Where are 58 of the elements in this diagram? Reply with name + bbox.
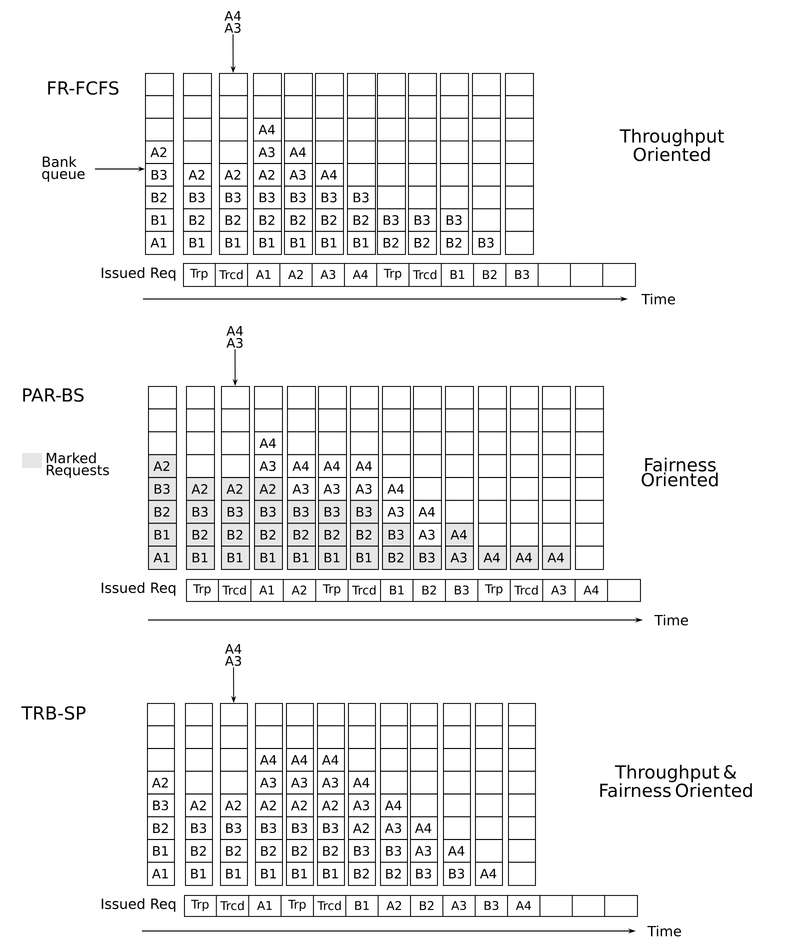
legend-label: Marked Requests <box>46 452 109 478</box>
bank-queue: A2 B3 B2 B1 A1 <box>146 703 175 886</box>
scheduler-name: FR-FCFS <box>48 81 118 95</box>
bank-queue: B3 <box>472 73 501 255</box>
issued-request-row: Trp Trcd A1 A2 Trp Trcd B1 B2 B3 Trp Trcd A3 A4 <box>186 578 641 602</box>
row-label: Issued Req <box>102 898 176 912</box>
bank-queue: A2 B3 B2 B1 <box>218 73 248 255</box>
row-label: Issued Req <box>102 267 176 281</box>
bank-queue: A4 A3 A2 B3 B2 <box>348 703 376 886</box>
scheduler-name: PAR-BS <box>23 388 84 402</box>
bank-queue: A4 A3 A2 B3 B2 B1 <box>252 73 282 255</box>
policy-label: Throughput Oriented <box>620 128 724 162</box>
bank-queue: A4 <box>478 386 507 570</box>
bank-queue: A4 A3 B3 B2 <box>382 386 411 570</box>
axis-label: Time <box>641 294 675 304</box>
callout-text: Bank queue <box>42 156 85 182</box>
bank-queue: A4 A3 A2 B3 B2 B1 <box>254 703 283 886</box>
bank-queue: A2 B3 B2 B1 <box>184 703 213 886</box>
bank-queue: A4 <box>542 386 571 570</box>
bank-queue: A2 B3 B2 B1 <box>220 703 248 886</box>
bank-queue: B3 B2 <box>408 73 437 255</box>
bank-queue: A4 A3 B3 <box>410 703 438 886</box>
scheduler-name: TRB-SP <box>21 706 86 720</box>
request-label: A4 A3 <box>225 644 242 666</box>
request-label: A4 A3 <box>224 11 241 33</box>
bank-queue: A4 <box>510 386 539 570</box>
issued-request-row: Trp Trcd A1 Trp Trcd B1 A2 B2 A3 B3 A4 <box>184 894 638 917</box>
bank-queue: A4 A3 A2 B3 B2 B1 <box>286 703 314 886</box>
bank-queue: A2 B3 B2 B1 A1 <box>144 73 174 255</box>
issued-request-row: Trp Trcd A1 A2 A3 A4 Trp Trcd B1 B2 B3 <box>183 262 636 287</box>
bank-queue: A4 <box>474 703 503 886</box>
axis-label: Time <box>647 926 681 936</box>
bank-queue: A2 B3 B2 B1 A1 <box>148 386 177 570</box>
bank-queue: A2 B3 B2 B1 <box>182 73 212 255</box>
bank-queue <box>574 386 604 570</box>
bank-queue: A2 B3 B2 B1 <box>186 386 215 570</box>
bank-queue: A4 A3 A2 B3 B2 B1 <box>316 703 345 886</box>
row-label: Issued Req <box>102 582 176 596</box>
bank-queue <box>504 73 534 255</box>
bank-queue: A4 A3 B3 B2 B1 <box>350 386 379 570</box>
bank-queue: A4 B3 B2 B1 <box>314 73 344 255</box>
bank-queue: A4 B3 <box>442 703 471 886</box>
bank-queue: A4 A3 A2 B3 B2 B1 <box>254 386 283 570</box>
bank-queue: A4 A3 B3 B2 <box>380 703 408 886</box>
bank-queue <box>508 703 536 886</box>
bank-queue: A4 A3 <box>444 386 474 570</box>
policy-label: Fairness Oriented <box>642 458 718 486</box>
policy-label: Throughput & Fairness Oriented <box>600 764 752 798</box>
bank-queue: B3 B2 B1 <box>346 73 376 255</box>
bank-queue: A4 A3 B3 B2 B1 <box>284 73 313 255</box>
bank-queue: B3 B2 <box>376 73 406 255</box>
bank-queue: A4 A3 B3 <box>412 386 442 570</box>
bank-queue: B3 B2 <box>440 73 469 255</box>
request-label: A4 A3 <box>226 326 243 348</box>
bank-queue: A4 A3 B3 B2 B1 <box>286 386 316 570</box>
bank-queue: A4 A3 B3 B2 B1 <box>318 386 347 570</box>
bank-queue: A2 B3 B2 B1 <box>220 386 250 570</box>
axis-label: Time <box>654 614 688 626</box>
